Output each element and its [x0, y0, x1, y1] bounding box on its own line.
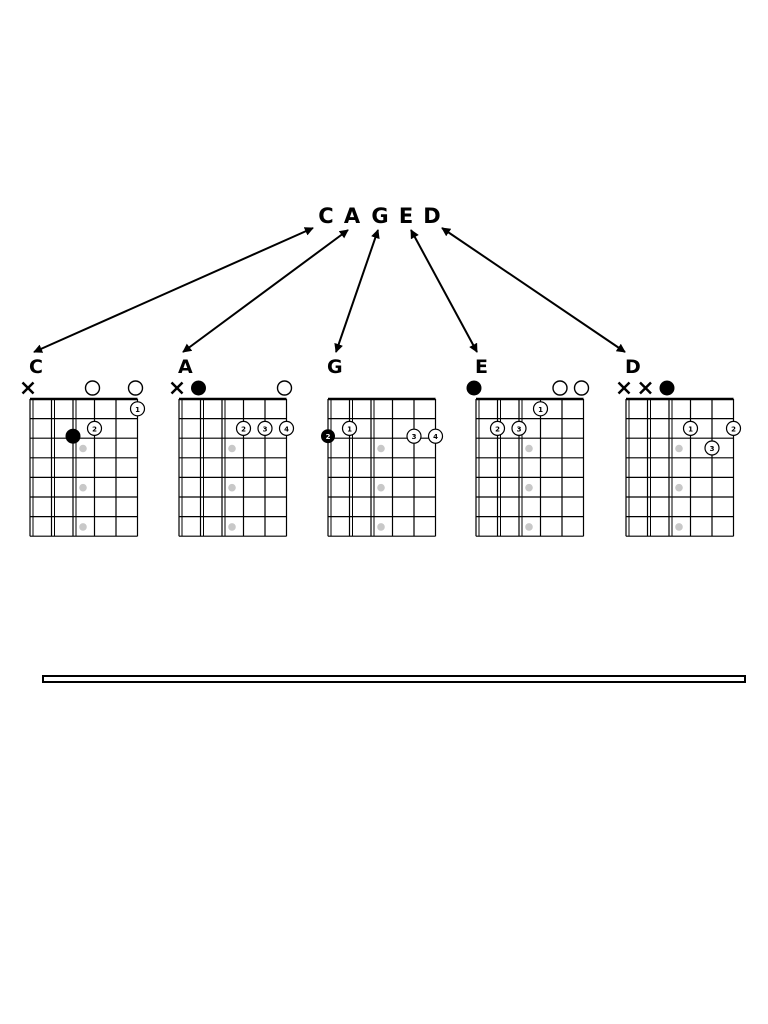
arrow-c	[33, 227, 314, 353]
title-letter-e: E	[399, 204, 413, 228]
finger-number: 1	[135, 406, 140, 414]
open-string-icon	[552, 380, 568, 396]
open-string-icon	[276, 380, 293, 396]
horizontal-divider	[42, 675, 746, 683]
finger-dot	[427, 428, 444, 444]
open-string-icon	[127, 380, 144, 396]
root-note-dot	[65, 428, 81, 444]
finger-number: 1	[538, 406, 543, 414]
fret-inlay-dot	[675, 444, 683, 453]
finger-number: 1	[347, 425, 352, 433]
open-string-icon	[573, 380, 590, 396]
chord-diagram-e: E 2 3 1	[466, 356, 590, 537]
fret-inlay-dot	[525, 483, 533, 492]
fret-inlay-dot	[675, 523, 683, 531]
title-letter-a: A	[344, 204, 361, 228]
finger-dot	[704, 440, 720, 456]
fret-inlay-dot	[228, 483, 236, 492]
chord-name-label: G	[327, 356, 343, 378]
chord-name-label: A	[178, 356, 193, 378]
chord-diagram-c: C 2 1	[21, 356, 146, 537]
finger-number: 2	[326, 433, 331, 441]
mute-stroke	[639, 381, 652, 395]
title-letter-c: C	[318, 204, 333, 228]
finger-dot	[489, 420, 506, 436]
fret-inlay-dot	[525, 444, 533, 453]
finger-dot	[406, 428, 422, 444]
title-letter-g: G	[371, 204, 388, 228]
finger-dot	[257, 420, 273, 436]
fret-inlay-dot	[377, 523, 385, 531]
caged-title: C A G E D	[318, 204, 440, 228]
root-open-dot-icon	[659, 380, 675, 396]
finger-dot	[235, 420, 252, 436]
chord-name-label: D	[625, 356, 641, 378]
arrow-d	[441, 227, 626, 353]
mute-x-icon	[21, 381, 35, 395]
finger-dot	[278, 420, 295, 436]
arrows	[33, 227, 626, 353]
finger-number: 4	[284, 425, 289, 433]
finger-number: 1	[688, 425, 693, 433]
mute-stroke	[170, 381, 184, 395]
fret-inlay-dot	[228, 444, 236, 453]
fret-inlay-dot	[79, 483, 87, 492]
chord-diagram-a: A 2 3 4	[170, 356, 295, 537]
finger-dot	[511, 420, 527, 436]
mute-x-icon	[170, 381, 184, 395]
finger-number: 3	[412, 433, 417, 441]
finger-dot	[341, 420, 358, 436]
finger-number: 4	[433, 433, 438, 441]
mute-stroke	[617, 381, 631, 395]
fret-inlay-dot	[79, 523, 87, 531]
chord-name-label: E	[475, 356, 488, 378]
finger-number: 2	[495, 425, 500, 433]
arrow-e	[410, 229, 478, 353]
finger-dot	[725, 420, 742, 436]
mute-x-icon	[617, 381, 631, 395]
chord-diagram-d: D 1 3 2	[617, 356, 742, 537]
root-open-dot-icon	[191, 380, 206, 396]
chord-name-label: C	[29, 356, 43, 378]
title-letter-d: D	[423, 204, 440, 228]
root-note-dot	[321, 429, 335, 444]
fret-inlay-dot	[377, 444, 385, 453]
chord-diagram-g: G 2 1 3 4	[321, 356, 444, 537]
arrow-g	[334, 229, 380, 353]
finger-number: 2	[241, 425, 246, 433]
finger-dot	[129, 401, 146, 417]
finger-number: 3	[710, 445, 715, 453]
finger-number: 3	[517, 425, 522, 433]
finger-dot	[682, 420, 699, 436]
finger-number: 2	[731, 425, 736, 433]
fret-inlay-dot	[79, 444, 87, 453]
arrow-a	[182, 229, 349, 353]
finger-dot	[86, 420, 103, 436]
fret-inlay-dot	[377, 483, 385, 492]
open-string-icon	[84, 380, 101, 396]
mute-x-icon	[639, 381, 652, 395]
mute-stroke	[21, 381, 35, 395]
fret-inlay-dot	[228, 523, 236, 531]
finger-dot	[532, 401, 549, 417]
root-open-dot-icon	[466, 380, 482, 396]
fret-inlay-dot	[675, 483, 683, 492]
finger-number: 3	[263, 425, 268, 433]
finger-number: 2	[92, 425, 97, 433]
fret-inlay-dot	[525, 523, 533, 531]
chord-diagrams: C 2 1 A 2 3 4 G 2 1 3 4 E 2 3 1 D 1 3 2	[21, 356, 742, 537]
